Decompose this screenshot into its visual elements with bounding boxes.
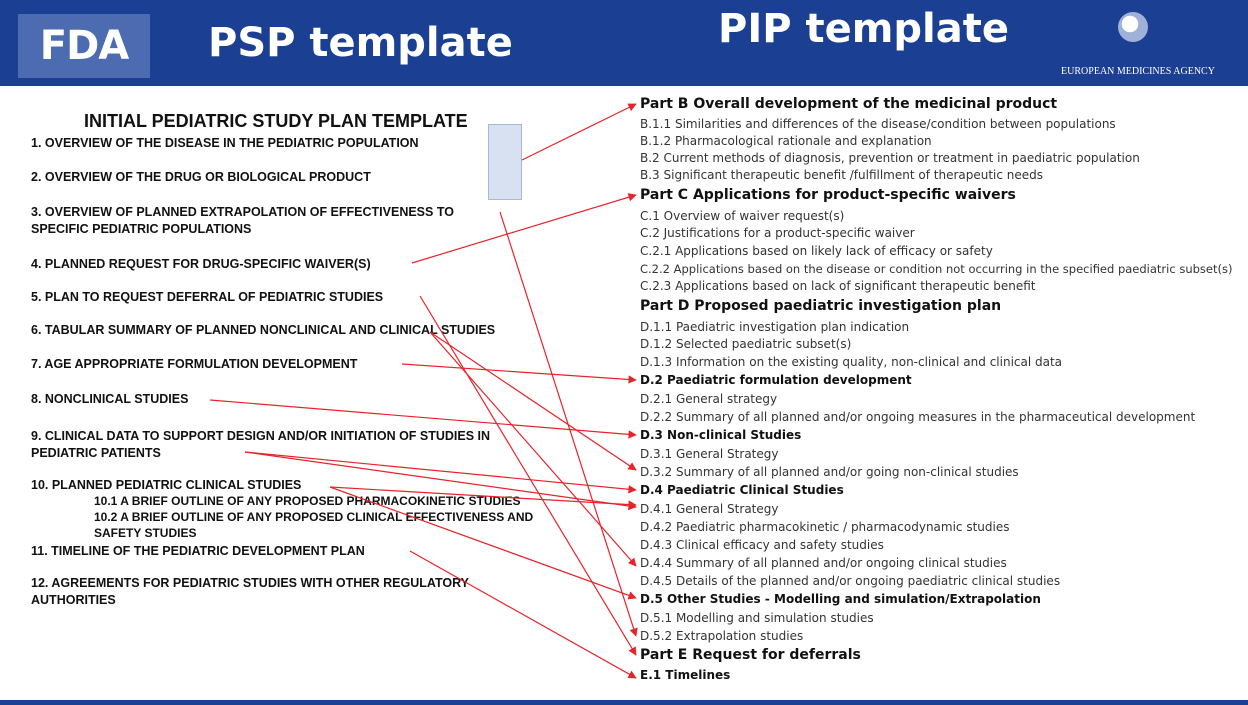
pip-d3-heading: D.3 Non-clinical Studies [640, 428, 802, 442]
pip-row: D.2.1 General strategy [640, 392, 778, 406]
arrow-extrapolation-to-d5-2 [499, 211, 638, 637]
pip-row: D.3.2 Summary of all planned and/or goin… [640, 465, 1019, 479]
pip-row: D.4.5 Details of the planned and/or ongo… [640, 574, 1061, 588]
arrow-overview-to-part-b [521, 103, 637, 161]
psp-item-9: 9. CLINICAL DATA TO SUPPORT DESIGN AND/O… [31, 429, 491, 460]
pip-part-e-heading: Part E Request for deferrals [640, 647, 861, 663]
arrow-timeline-to-e1 [409, 550, 637, 679]
pip-row: D.1.2 Selected paediatric subset(s) [640, 337, 852, 351]
psp-item-10: 10. PLANNED PEDIATRIC CLINICAL STUDIES [31, 478, 302, 492]
pip-row: D.4.2 Paediatric pharmacokinetic / pharm… [640, 520, 1010, 534]
pip-row: C.1 Overview of waiver request(s) [640, 209, 845, 223]
psp-item-11: 11. TIMELINE OF THE PEDIATRIC DEVELOPMEN… [31, 544, 365, 558]
psp-item-4: 4. PLANNED REQUEST FOR DRUG-SPECIFIC WAI… [31, 257, 371, 271]
pip-row: B.1.1 Similarities and differences of th… [640, 117, 1116, 131]
pip-row: B.2 Current methods of diagnosis, preven… [640, 151, 1140, 165]
psp-template-title: PSP template [208, 20, 513, 66]
pip-row: D.4.3 Clinical efficacy and safety studi… [640, 538, 884, 552]
pip-row: D.2.2 Summary of all planned and/or ongo… [640, 410, 1196, 424]
psp-subitem-10-2: 10.2 A BRIEF OUTLINE OF ANY PROPOSED CLI… [94, 510, 534, 540]
pip-template-title: PIP template [718, 6, 1009, 52]
psp-item-6: 6. TABULAR SUMMARY OF PLANNED NONCLINICA… [31, 323, 496, 337]
pip-row: B.1.2 Pharmacological rationale and expl… [640, 134, 932, 148]
pip-part-d-heading: Part D Proposed paediatric investigation… [640, 298, 1002, 314]
psp-item-12: 12. AGREEMENTS FOR PEDIATRIC STUDIES WIT… [31, 576, 469, 607]
psp-item-7: 7. AGE APPROPRIATE FORMULATION DEVELOPME… [31, 357, 358, 371]
pip-row: D.1.1 Paediatric investigation plan indi… [640, 320, 910, 334]
ema-emblem-icon [1118, 12, 1148, 42]
psp-item-8: 8. NONCLINICAL STUDIES [31, 392, 189, 406]
header-banner: FDA PSP template PIP template EUROPEAN M… [0, 0, 1248, 86]
pip-part-c-heading: Part C Applications for product-specific… [640, 187, 1016, 203]
pip-d4-heading: D.4 Paediatric Clinical Studies [640, 483, 844, 497]
pip-row: C.2 Justifications for a product-specifi… [640, 226, 915, 240]
pip-row: B.3 Significant therapeutic benefit /ful… [640, 168, 1044, 182]
pip-row: D.5.1 Modelling and simulation studies [640, 611, 874, 625]
pip-row: D.4.4 Summary of all planned and/or ongo… [640, 556, 1007, 570]
psp-item-2: 2. OVERVIEW OF THE DRUG OR BIOLOGICAL PR… [31, 170, 371, 184]
pip-row: C.2.3 Applications based on lack of sign… [640, 279, 1036, 293]
pip-row: D.1.3 Information on the existing qualit… [640, 355, 1063, 369]
fda-logo: FDA [18, 14, 150, 78]
pip-e1-heading: E.1 Timelines [640, 668, 731, 682]
bracket-marker [488, 124, 522, 200]
psp-subitem-10-1: 10.1 A BRIEF OUTLINE OF ANY PROPOSED PHA… [94, 494, 521, 508]
ema-logo: EUROPEAN MEDICINES AGENCY [1052, 10, 1224, 80]
pip-part-b-heading: Part B Overall development of the medici… [640, 96, 1058, 112]
pip-d2-heading: D.2 Paediatric formulation development [640, 373, 912, 387]
pip-row: D.5.2 Extrapolation studies [640, 629, 804, 643]
arrow-formulation-to-d2 [401, 363, 637, 384]
pip-row: C.2.2 Applications based on the disease … [640, 262, 1233, 276]
pip-d5-heading: D.5 Other Studies - Modelling and simula… [640, 592, 1041, 606]
psp-item-1: 1. OVERVIEW OF THE DISEASE IN THE PEDIAT… [31, 136, 419, 150]
pip-row: D.3.1 General Strategy [640, 447, 779, 461]
psp-heading: INITIAL PEDIATRIC STUDY PLAN TEMPLATE [84, 111, 468, 131]
ema-logo-text: EUROPEAN MEDICINES AGENCY [1061, 66, 1215, 77]
pip-row: C.2.1 Applications based on likely lack … [640, 244, 993, 258]
pip-row: D.4.1 General Strategy [640, 502, 779, 516]
footer-rule [0, 700, 1248, 705]
psp-item-5: 5. PLAN TO REQUEST DEFERRAL OF PEDIATRIC… [31, 290, 384, 304]
psp-item-3: 3. OVERVIEW OF PLANNED EXTRAPOLATION OF … [31, 205, 454, 236]
